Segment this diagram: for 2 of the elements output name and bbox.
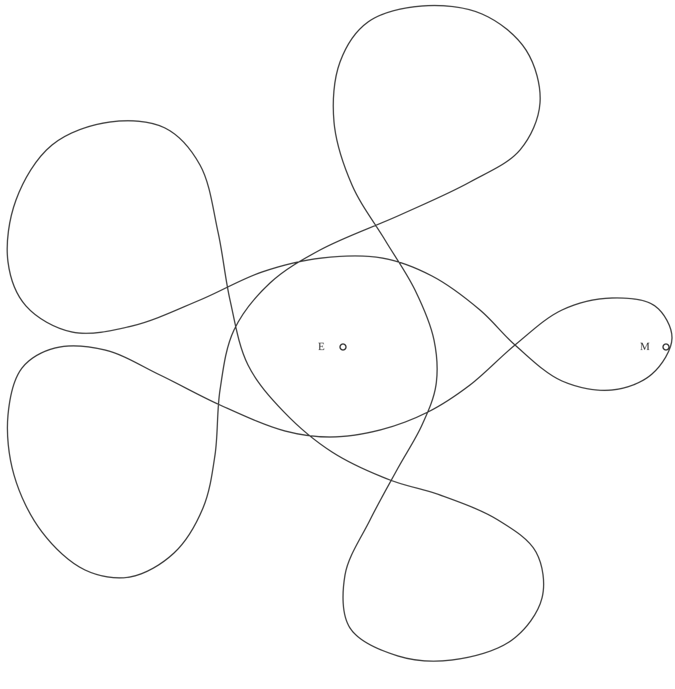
point-label: E — [318, 341, 325, 353]
point-label: M — [640, 341, 650, 353]
